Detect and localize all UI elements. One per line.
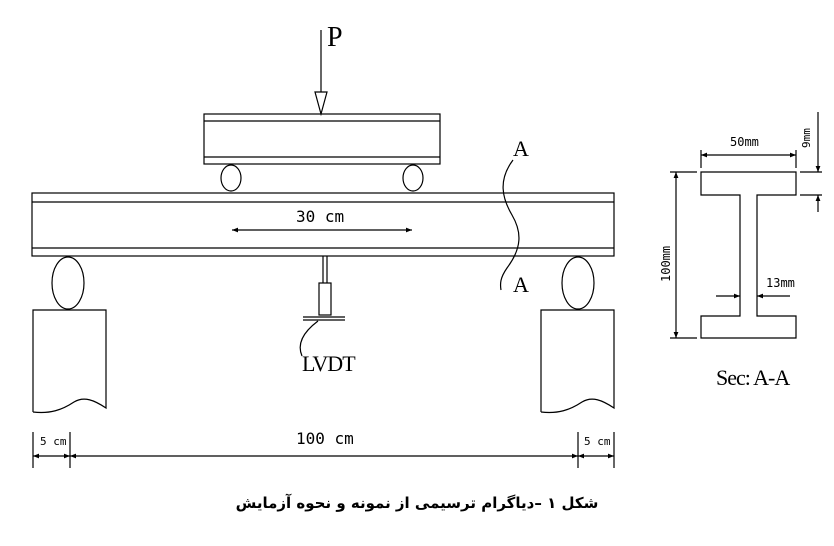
web-thickness-label: 13mm	[766, 276, 795, 290]
loading-roller-left	[220, 164, 242, 192]
figure-caption: شکل ۱ –دیاگرام ترسیمی از نمونه و نحوه آز…	[235, 494, 599, 512]
support-roller-left	[51, 256, 85, 310]
flange-thickness-label: 9mm	[800, 128, 813, 148]
load-arrow	[314, 30, 328, 117]
section-height-label: 100mm	[659, 246, 673, 282]
section-title: Sec: A-A	[716, 365, 790, 390]
overhang-right-label: 5 cm	[584, 435, 611, 448]
bottom-dimensions	[32, 432, 615, 468]
loading-beam	[203, 113, 441, 165]
load-label: P	[327, 22, 343, 53]
overhang-left-label: 5 cm	[40, 435, 67, 448]
flange-width-label: 50mm	[730, 135, 759, 149]
gauge-span-label: 30 cm	[296, 207, 344, 226]
loading-roller-right	[402, 164, 424, 192]
section-dimensions	[670, 112, 822, 339]
section-mark-top: A	[513, 136, 529, 161]
section-mark-bottom: A	[513, 272, 529, 297]
sensor-label: LVDT	[302, 351, 356, 376]
total-span-label: 100 cm	[296, 429, 354, 448]
support-right	[540, 309, 615, 414]
support-roller-right	[561, 256, 595, 310]
section-cut-line	[499, 159, 520, 291]
lvdt-sensor	[299, 256, 345, 357]
i-section	[700, 171, 797, 339]
support-left	[32, 309, 107, 414]
